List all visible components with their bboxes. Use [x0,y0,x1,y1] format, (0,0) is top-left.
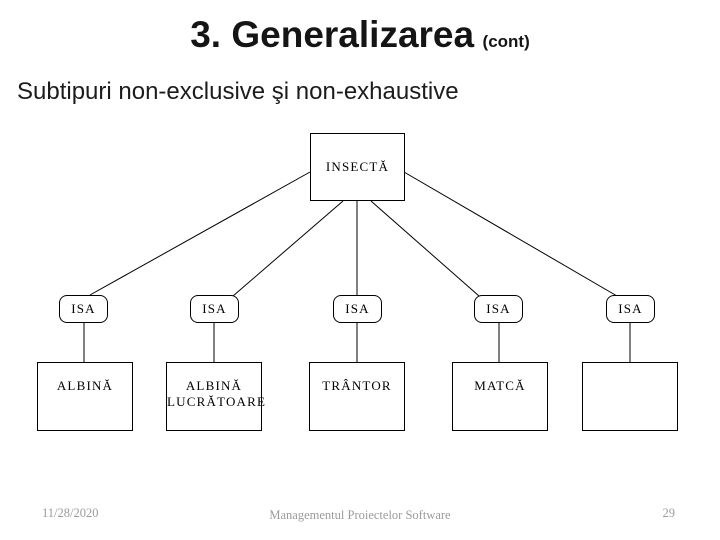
node-isa-5: ISA [606,295,655,323]
footer-page-number: 29 [662,506,676,520]
node-albina: ALBINĂ [37,362,133,431]
footer-course-name: Managementul Proiectelor Software [269,508,451,522]
slide-footer: 11/28/2020 Managementul Proiectelor Soft… [0,503,720,527]
node-empty [582,362,678,431]
slide-title-text: 3. Generalizarea [190,14,475,55]
footer-date: 11/28/2020 [42,506,99,520]
node-isa-4: ISA [474,295,523,323]
node-matca: MATCĂ [452,362,548,431]
node-isa-3: ISA [333,295,382,323]
node-insecta: INSECTĂ [310,133,405,201]
node-isa-1: ISA [59,295,108,323]
slide-subtitle: Subtipuri non-exclusive şi non-exhaustiv… [17,78,459,105]
node-trantor: TRÂNTOR [309,362,405,431]
node-isa-2: ISA [190,295,239,323]
slide-title: 3. Generalizarea (cont) [0,14,720,56]
slide-title-suffix: (cont) [482,32,530,51]
node-albina-lucratoare: ALBINĂ LUCRĂTOARE [166,362,265,431]
